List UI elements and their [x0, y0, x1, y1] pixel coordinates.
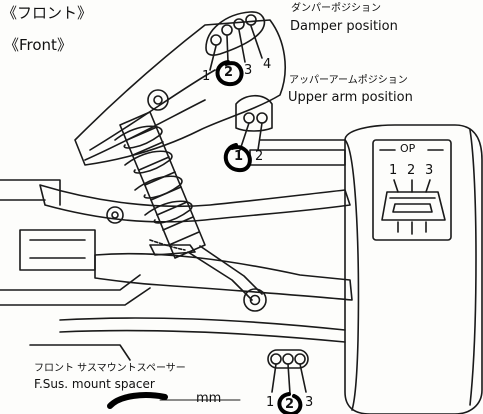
spacer-number-3: 3 — [305, 395, 314, 410]
op-block — [381, 191, 446, 221]
title-en: 《Front》 — [4, 36, 72, 54]
damper-holes — [205, 11, 266, 71]
upper-arm-number-1: 1 — [234, 149, 244, 164]
op-panel-frame — [372, 139, 452, 241]
damper-number-2: 2 — [224, 65, 234, 80]
upper-arm-number-2: 2 — [255, 149, 264, 164]
op-number-3: 3 — [425, 163, 434, 178]
title-jp: 《フロント》 — [2, 4, 93, 22]
lower-arm — [94, 252, 353, 301]
upper-arm-selected-marker — [223, 143, 252, 173]
shock-tower — [74, 19, 286, 166]
spacer-number-2: 2 — [285, 397, 295, 412]
wheel-tire — [344, 124, 483, 414]
spacer-holes — [267, 349, 309, 395]
mount-spacer-unit: mm — [196, 391, 222, 406]
damper-selected-marker — [215, 60, 244, 87]
upper-arm-holes — [235, 94, 273, 151]
ink-mark — [107, 392, 168, 409]
damper-number-3: 3 — [244, 63, 253, 78]
spacer-number-1: 1 — [266, 395, 275, 410]
mount-spacer-label-jp: フロント サスマウントスペーサー — [34, 363, 186, 374]
upper-arm — [39, 184, 351, 223]
upper-arm-position-label-jp: アッパーアームポジション — [289, 75, 408, 86]
upper-shock-mount — [147, 89, 169, 111]
op-number-1: 1 — [389, 163, 398, 178]
mount-spacer-label-en: F.Sus. mount spacer — [34, 377, 155, 391]
damper-number-4: 4 — [263, 57, 272, 72]
damper-number-1: 1 — [202, 69, 211, 84]
damper-position-label-jp: ダンパーポジション — [291, 3, 381, 14]
op-panel-title: OP — [400, 142, 416, 155]
shock-absorber — [114, 111, 267, 312]
op-number-2: 2 — [407, 163, 416, 178]
spacer-selected-marker — [277, 392, 303, 414]
damper-position-label-en: Damper position — [290, 19, 398, 34]
upper-arm-position-label-en: Upper arm position — [288, 90, 413, 105]
